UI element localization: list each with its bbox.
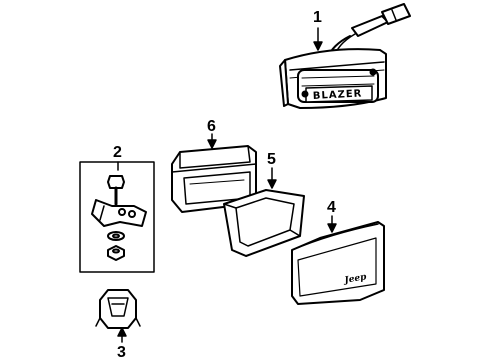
cover-brand-text: Jeep [342, 272, 368, 286]
leader-arrow-1 [313, 41, 323, 51]
retainer-clip [95, 289, 141, 329]
callout-4: 4 [327, 199, 336, 216]
leader-arrow-6 [207, 139, 217, 149]
callout-3: 3 [117, 344, 126, 360]
callout-6: 6 [207, 118, 216, 135]
hex-nut [107, 245, 125, 261]
lens-brand-text: BLAZER [313, 88, 363, 102]
lamp-cover [291, 221, 385, 305]
leader-arrow-3 [117, 327, 127, 337]
callout-1: 1 [313, 9, 322, 26]
callout-5: 5 [267, 151, 276, 168]
leader-arrow-5 [267, 179, 277, 189]
mounting-bracket [91, 199, 147, 227]
callout-2: 2 [113, 144, 122, 161]
leader-arrow-4 [327, 223, 337, 233]
fog-lamp-assembly [279, 3, 411, 109]
lock-washer [107, 231, 125, 241]
lamp-bezel [223, 189, 305, 257]
bracket-kit-box [79, 161, 155, 273]
mounting-bolt [107, 175, 125, 206]
